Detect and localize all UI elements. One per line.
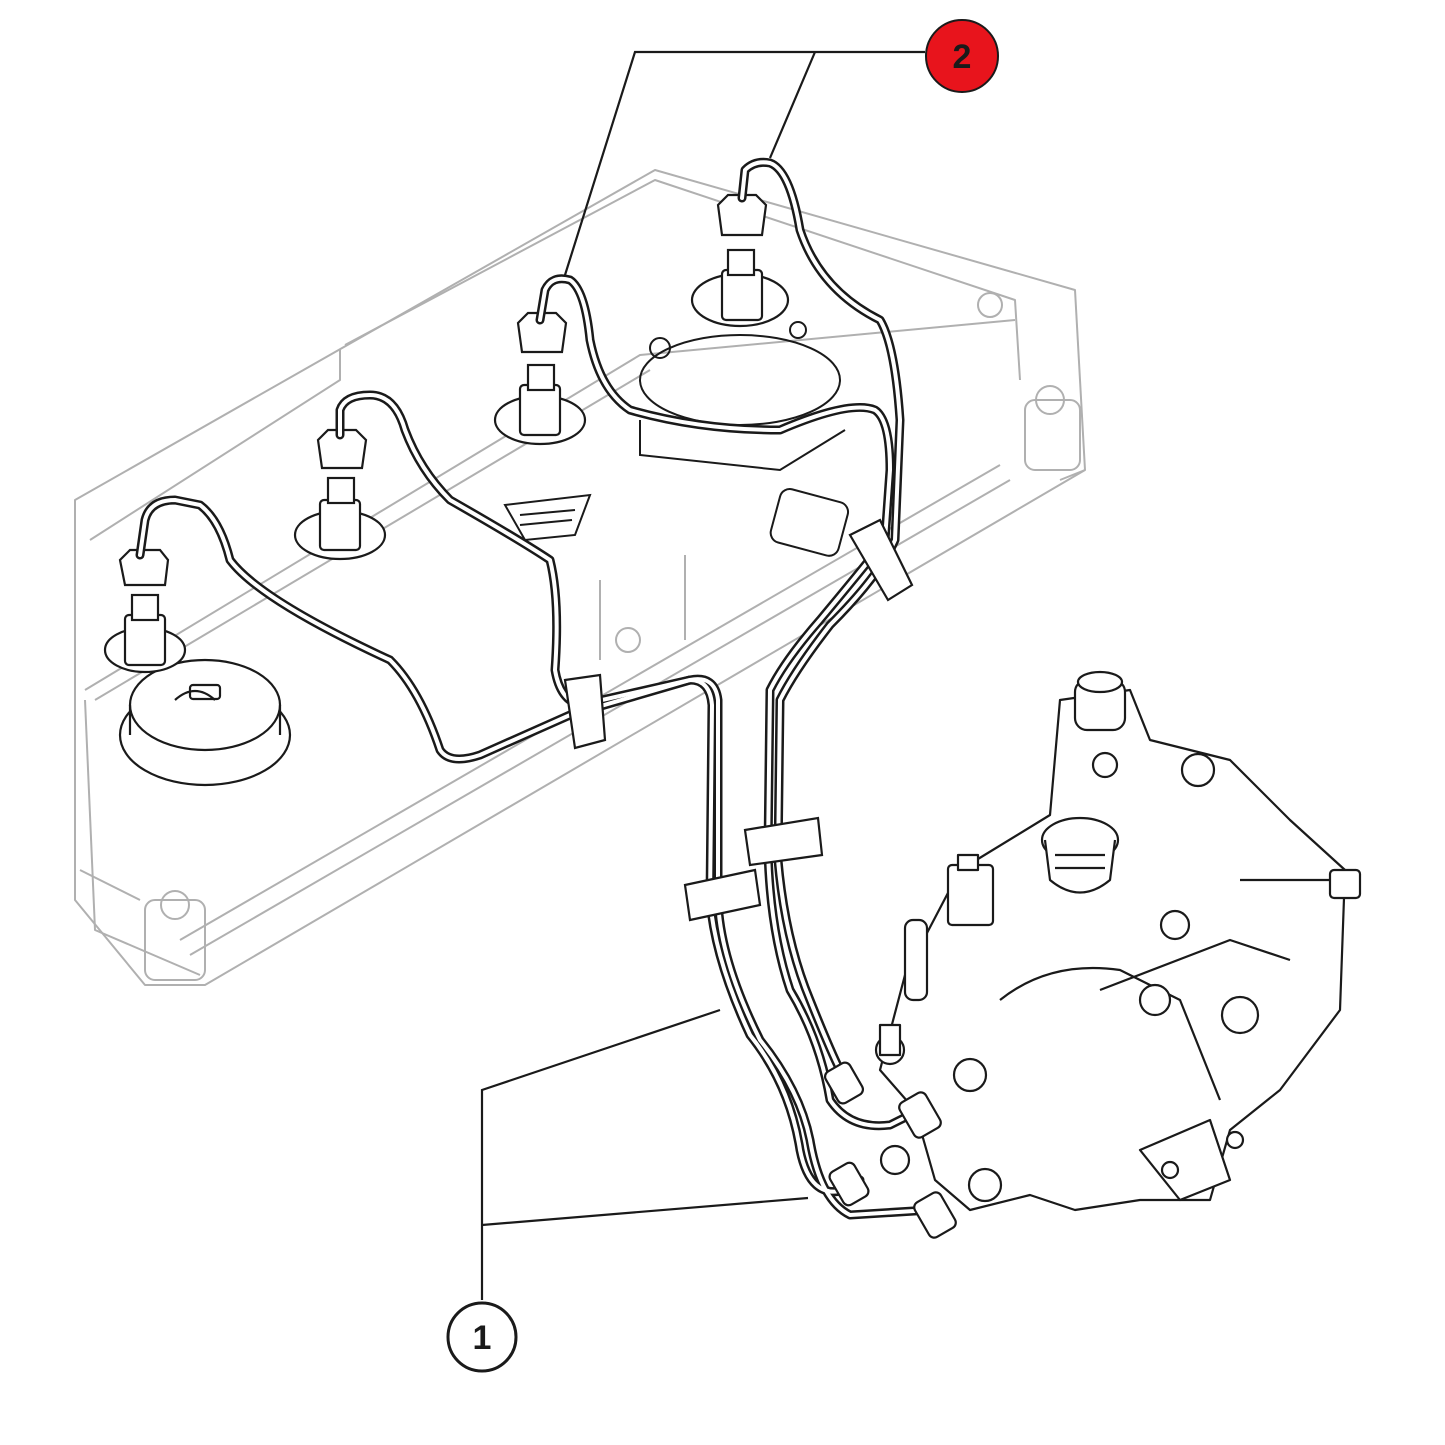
callout-1-circle (446, 1301, 518, 1373)
fuel-lines (135, 157, 935, 1220)
callout-2-circle (925, 19, 999, 93)
callout-1: 1 (446, 1301, 518, 1373)
injector-1 (103, 548, 187, 674)
injector-4 (690, 193, 790, 328)
injector-2 (293, 428, 387, 561)
callout-1-label: 1 (473, 1319, 492, 1357)
fuel-injection-pump (823, 670, 1362, 1239)
cover-detail (503, 321, 850, 557)
line-clamp (563, 518, 914, 922)
injector-3 (493, 311, 587, 446)
oil-filler-cap (118, 658, 292, 787)
callout-2-label: 2 (953, 38, 972, 76)
callout-2: 2 (925, 19, 999, 93)
leader-lines (480, 50, 925, 1300)
